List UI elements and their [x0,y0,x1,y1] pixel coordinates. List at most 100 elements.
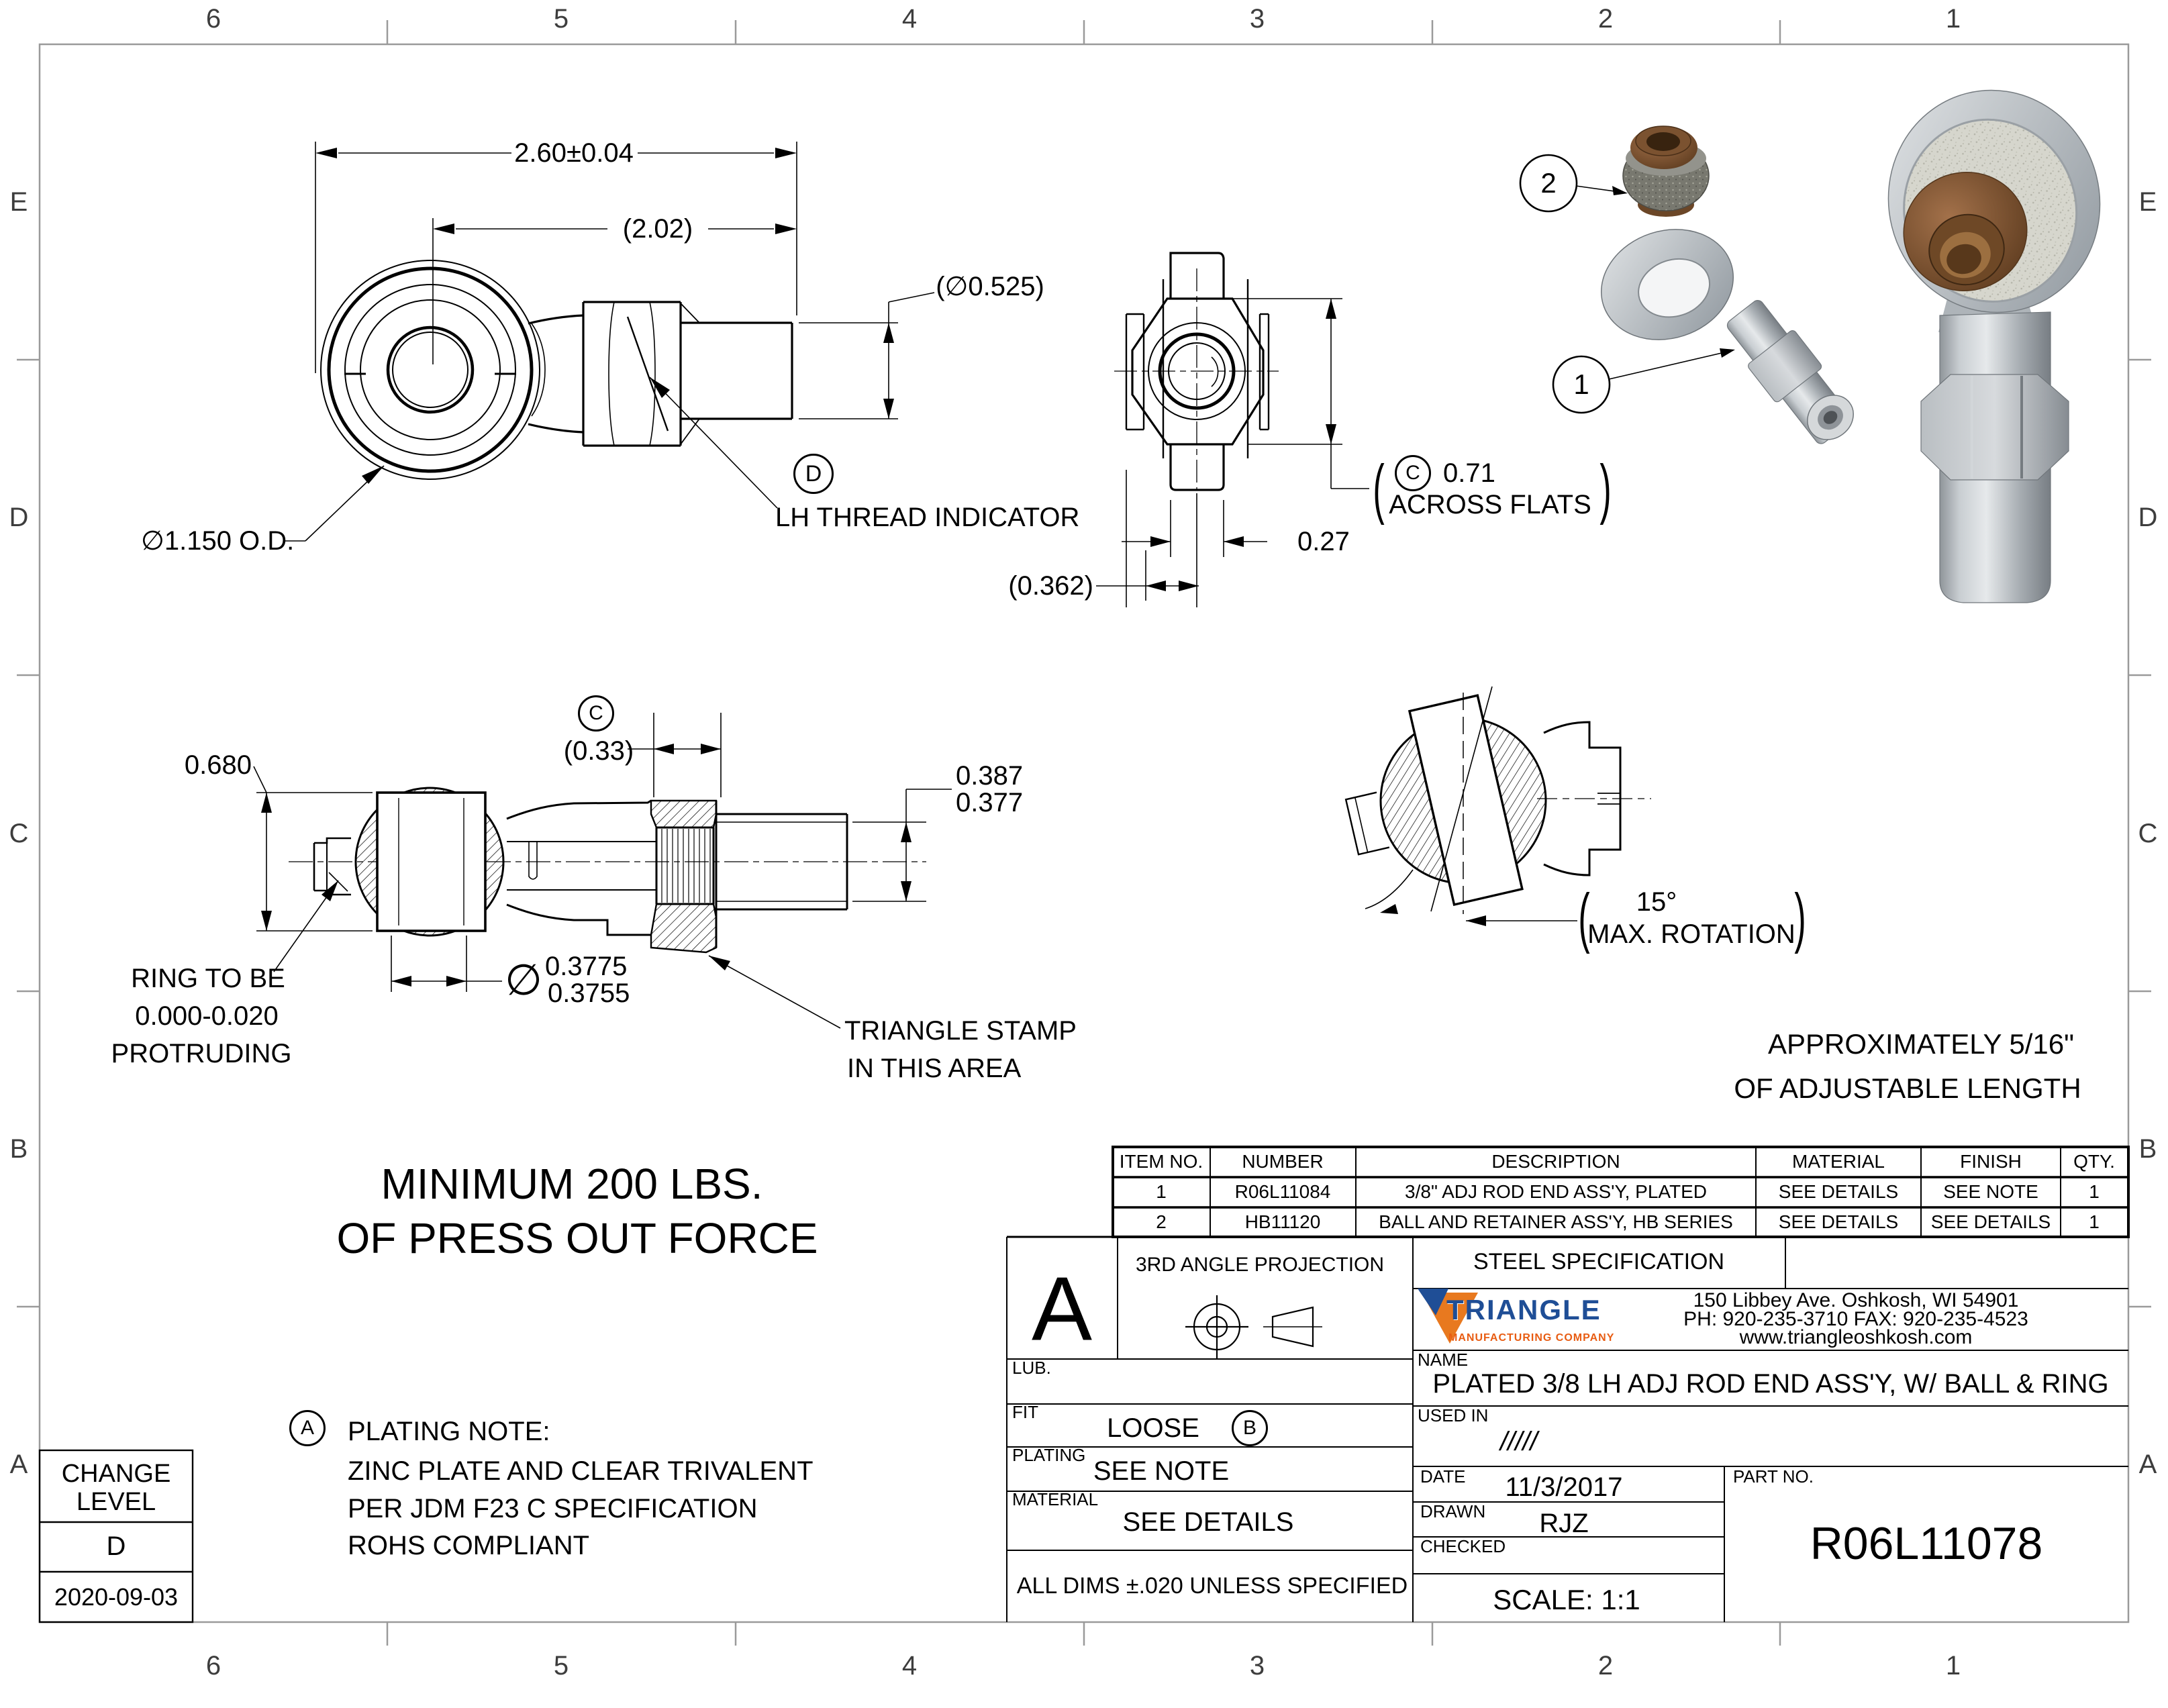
zone-bottom-3: 3 [1249,1651,1265,1680]
stamp-note-line1: TRIANGLE STAMP [844,1016,1077,1046]
adjustable-note-line2: OF ADJUSTABLE LENGTH [1734,1072,2081,1104]
dim-height-0680: 0.680 [184,750,252,780]
dim-center-to-end: (2.02) [622,214,693,244]
ring-note-line3: PROTRUDING [111,1039,292,1068]
dims-tolerance-note: ALL DIMS ±.020 UNLESS SPECIFIED [1016,1573,1408,1599]
table-row2-description: BALL AND RETAINER ASS'Y, HB SERIES [1379,1211,1733,1232]
logo-subtext: MANUFACTURING COMPANY [1448,1332,1615,1344]
zone-top-2: 2 [1597,4,1614,34]
zone-right-b: B [2138,1134,2157,1164]
fit-label: FIT [1012,1402,1038,1422]
front-view [320,260,793,480]
zone-right-d: D [2138,503,2158,532]
company-phone: PH: 920-235-3710 FAX: 920-235-4523 [1683,1308,2028,1330]
rotation-paren-close: ) [1794,881,1806,956]
used-in-label: USED IN [1418,1405,1489,1425]
drawn-label: DRAWN [1420,1501,1486,1521]
drawn-value: RJZ [1539,1509,1589,1538]
zone-left-d: D [9,503,29,532]
zone-top-3: 3 [1249,4,1265,34]
lub-label: LUB. [1012,1358,1051,1378]
zone-top-1: 1 [1945,4,1961,34]
part-no-value: R06L11078 [1810,1518,2043,1569]
plating-note-line3: ROHS COMPLIANT [348,1531,590,1560]
logo-text: TRIANGLE [1446,1294,1602,1325]
adjustable-note-line1: APPROXIMATELY 5/16" [1767,1028,2075,1060]
across-flats-label: ACROSS FLATS [1389,490,1591,519]
part-no-label: PART NO. [1733,1466,1814,1487]
table-row1-number: R06L11084 [1234,1181,1331,1202]
plating-note-line1: ZINC PLATE AND CLEAR TRIVALENT [348,1456,814,1486]
dim-width-027: 0.27 [1297,527,1350,556]
press-out-note-line1: MINIMUM 200 LBS. [381,1160,763,1208]
iso-assembled [1887,89,2101,603]
table-row1-item: 1 [1156,1181,1167,1202]
change-level-date: 2020-09-03 [54,1583,179,1611]
iso-exploded [1519,125,1854,444]
projection-label: 3RD ANGLE PROJECTION [1135,1254,1385,1276]
dim-thread-od: (∅0.525) [936,272,1044,301]
zone-left-b: B [9,1134,28,1164]
company-website: www.triangleoshkosh.com [1739,1326,1973,1348]
zone-top-6: 6 [205,4,221,34]
zone-left-a: A [9,1450,28,1479]
material-label: MATERIAL [1012,1489,1099,1509]
table-row1-qty: 1 [2089,1181,2100,1202]
zone-right-e: E [2138,187,2157,217]
zone-left-e: E [9,187,28,217]
table-header-item: ITEM NO. [1119,1151,1203,1172]
datum-b-marker: B [1232,1410,1268,1446]
diameter-symbol: ∅ [505,956,542,1004]
datum-a-marker-note: A [289,1410,326,1446]
triangle-logo-mark [1418,1289,1478,1344]
dim-thread-length: (0.33) [563,736,634,766]
thread-indicator-note: LH THREAD INDICATOR [775,503,1080,532]
datum-c-marker-section: C [578,695,614,732]
dim-eye-od: ∅1.150 O.D. [141,526,295,556]
balloon-item-2: 2 [1540,167,1557,199]
plating-value: SEE NOTE [1093,1456,1230,1486]
dim-shank-lower: 0.377 [956,788,1024,817]
dim-bore-lower: 0.3755 [548,978,630,1008]
section-view [289,787,926,954]
table-row1-finish: SEE NOTE [1943,1181,2038,1202]
table-row2-finish: SEE DETAILS [1930,1211,2051,1232]
rotation-paren-open: ( [1578,881,1590,956]
table-row1-description: 3/8" ADJ ROD END ASS'Y, PLATED [1405,1181,1707,1202]
checked-label: CHECKED [1420,1536,1506,1556]
zone-right-a: A [2138,1450,2157,1479]
table-header-finish: FINISH [1960,1151,2022,1172]
change-level-value: D [106,1531,126,1561]
dim-across-flats: 0.71 [1443,458,1495,488]
plating-label: PLATING [1012,1445,1086,1465]
dim-shank-upper: 0.387 [956,761,1024,791]
ring-note-line2: 0.000-0.020 [135,1001,279,1031]
name-label: NAME [1418,1350,1469,1370]
fit-value: LOOSE [1107,1413,1199,1443]
table-header-description: DESCRIPTION [1491,1151,1620,1172]
plating-note-title: PLATING NOTE: [348,1417,550,1446]
zone-bottom-2: 2 [1597,1651,1614,1680]
zone-bottom-4: 4 [901,1651,918,1680]
projection-symbol [1185,1295,1322,1358]
across-flats-paren-open: ( [1373,452,1385,527]
zone-left-c: C [9,819,29,848]
zone-top-4: 4 [901,4,918,34]
rotation-view [1344,686,1651,921]
revision-letter: A [1031,1258,1093,1360]
title-block-grid [1006,1236,2128,1622]
change-level-grid [38,1449,194,1623]
zone-bottom-6: 6 [205,1651,221,1680]
side-view [1114,252,1279,491]
dim-overall-length: 2.60±0.04 [514,138,634,168]
across-flats-paren-close: ) [1599,452,1612,527]
rotation-label: MAX. ROTATION [1587,919,1795,949]
table-header-qty: QTY. [2073,1151,2115,1172]
scale-label: SCALE: 1:1 [1493,1584,1640,1615]
zone-bottom-5: 5 [553,1651,569,1680]
front-view-dimensions [285,142,935,542]
table-row2-number: HB11120 [1244,1211,1321,1232]
rotation-angle: 15° [1636,887,1677,917]
zone-top-5: 5 [553,4,569,34]
